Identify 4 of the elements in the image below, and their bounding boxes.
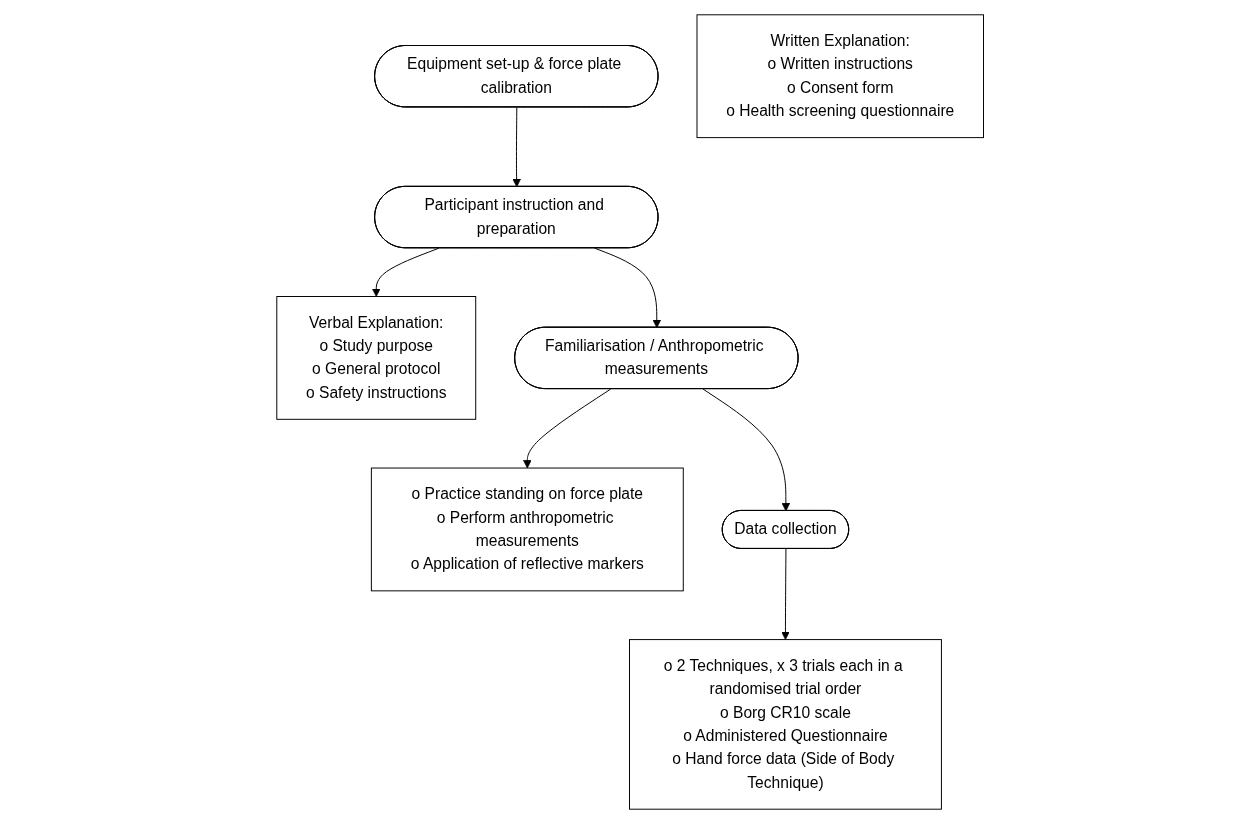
node-box: Verbal Explanation: o Study purpose o General protocol o Safety instructions	[276, 296, 477, 420]
node-box: o 2 Techniques, x 3 trials each in a randomised trial order o Borg CR10 scale o Administered Questionnaire o Hand force data (Side of Body Technique)	[628, 639, 942, 810]
node-box: o Practice standing on force plate o Perform anthropometric measurements o Application of reflective markers	[370, 467, 684, 592]
node-box: Written Explanation: o Written instructions o Consent form o Health screening questionnaire	[696, 14, 984, 139]
